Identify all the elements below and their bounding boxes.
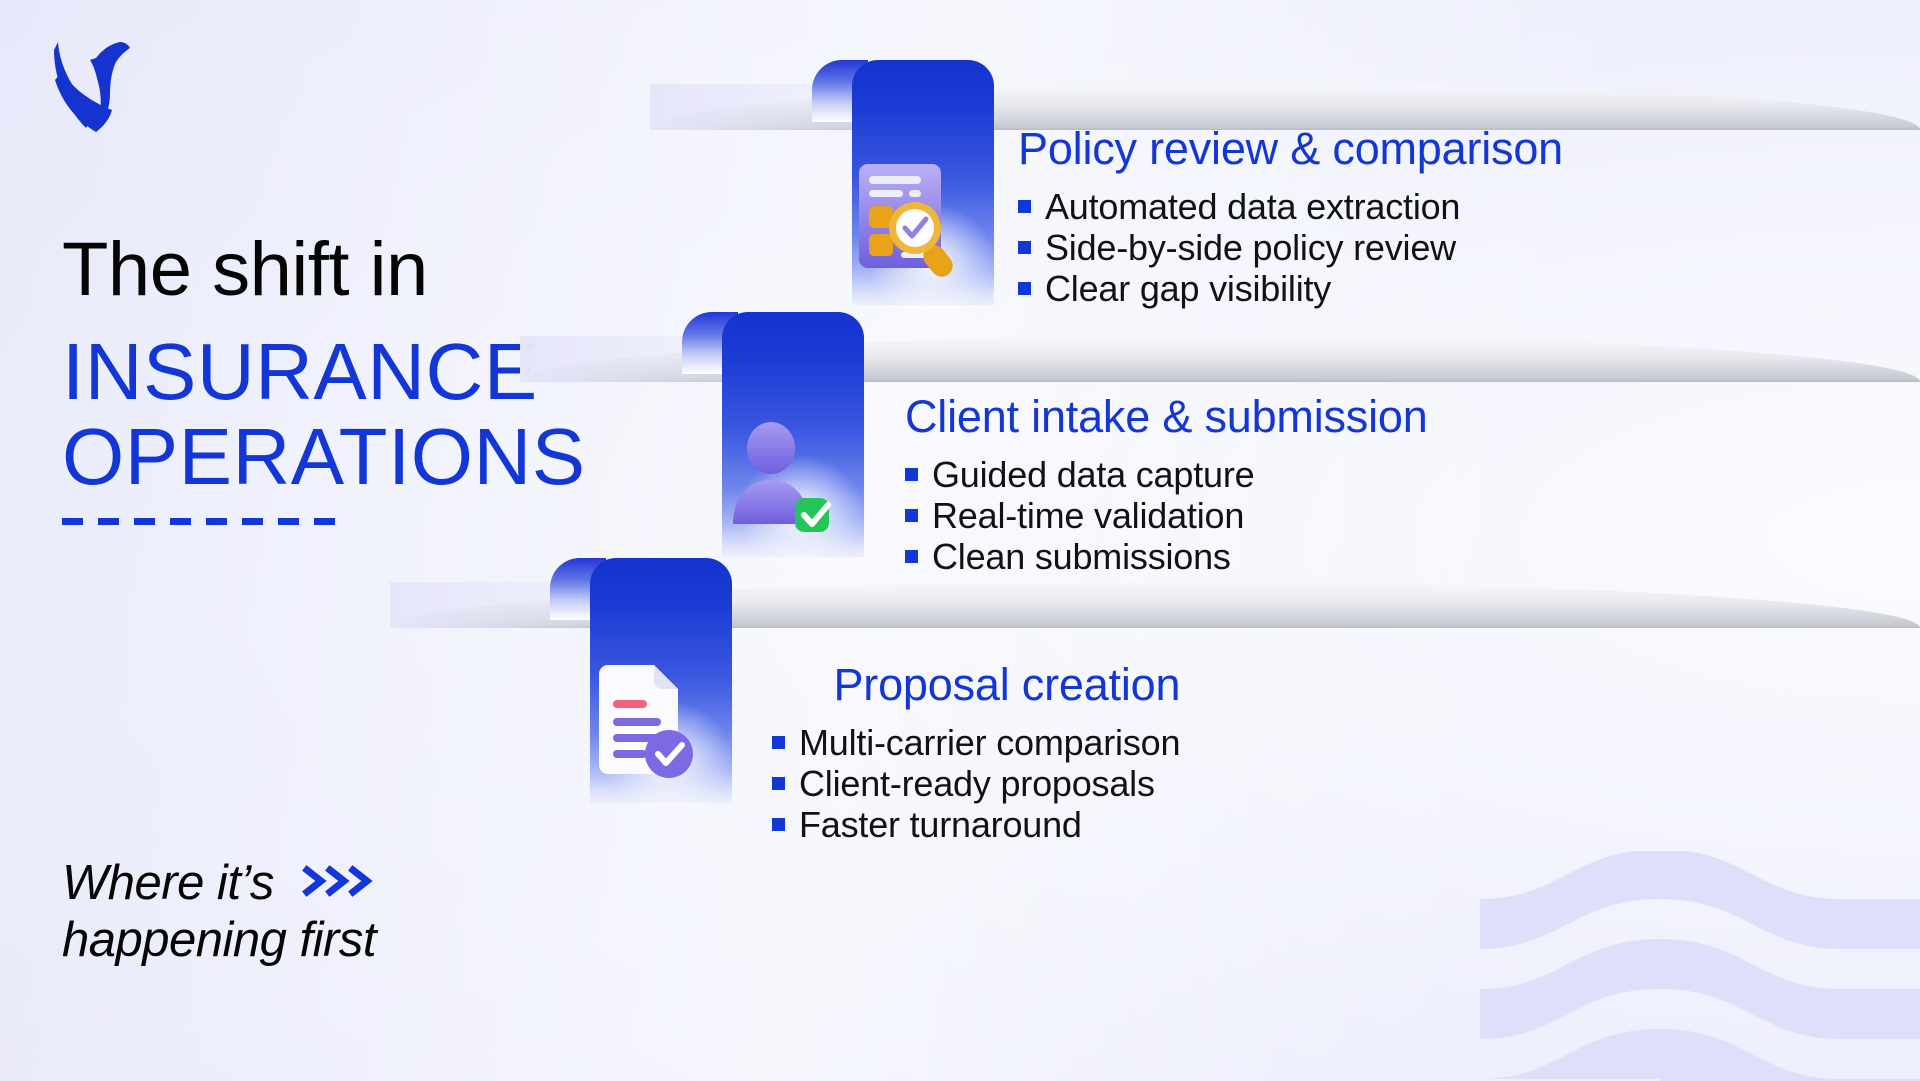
list-item: Guided data capture [905,454,1428,495]
ribbon-proposal-creation [550,558,760,849]
list-item: Multi-carrier comparison [772,722,1180,763]
list-item: Automated data extraction [1018,186,1563,227]
list-item: Clean submissions [905,536,1428,577]
bullet-square-icon [905,508,918,522]
dashed-divider [62,517,342,525]
headline-line-2: INSURANCE [62,327,538,416]
bullet-square-icon [1018,199,1031,213]
document-check-icon [599,665,693,778]
list-item-label: Multi-carrier comparison [799,721,1181,763]
list-item-label: Clean submissions [932,535,1231,577]
page-title: The shift in INSURANCE OPERATIONS [62,232,586,525]
kicker-line-1-label: Where it’s [62,856,274,910]
left-column: The shift in INSURANCE OPERATIONS Where … [0,0,720,1081]
list-item-label: Clear gap visibility [1045,267,1332,309]
document-magnifier-icon [859,164,953,277]
eagle-logo-icon [54,42,130,132]
card-policy-review: Policy review & comparison Automated dat… [1018,124,1563,309]
list-item-label: Faster turnaround [799,803,1082,845]
ribbon-policy-review [812,60,1022,351]
list-item: Client-ready proposals [772,763,1180,804]
list-item-label: Automated data extraction [1045,185,1461,227]
bullet-square-icon [905,467,918,481]
list-item: Real-time validation [905,495,1428,536]
card-title: Client intake & submission [905,391,1428,442]
ribbon-client-intake [682,312,892,603]
list-item-label: Guided data capture [932,453,1255,495]
card-bullet-list: Guided data capture Real-time validation… [905,454,1428,577]
list-item: Faster turnaround [772,804,1180,845]
bullet-square-icon [772,735,785,749]
card-bullet-list: Multi-carrier comparison Client-ready pr… [772,722,1180,845]
bullet-square-icon [1018,240,1031,254]
kicker-text: Where it’s happening first [62,856,376,968]
kicker-line-1: Where it’s [62,856,376,913]
user-verified-icon [733,422,831,532]
card-bullet-list: Automated data extraction Side-by-side p… [1018,186,1563,309]
card-title: Policy review & comparison [1018,123,1563,174]
kicker-line-2: happening first [62,912,376,967]
card-client-intake: Client intake & submission Guided data c… [905,392,1428,577]
bullet-square-icon [772,817,785,831]
triple-chevron-right-icon [301,858,375,913]
bullet-square-icon [1018,281,1031,295]
list-item-label: Real-time validation [932,494,1245,536]
list-item: Side-by-side policy review [1018,227,1563,268]
headline-line-3: OPERATIONS [62,411,586,501]
list-item-label: Client-ready proposals [799,762,1155,804]
list-item: Clear gap visibility [1018,268,1563,309]
headline-line-1: The shift in [62,227,428,312]
bullet-square-icon [772,776,785,790]
list-item-label: Side-by-side policy review [1045,226,1456,268]
card-title: Proposal creation [833,659,1181,710]
bullet-square-icon [905,549,918,563]
card-proposal-creation: Proposal creation Multi-carrier comparis… [772,660,1180,845]
